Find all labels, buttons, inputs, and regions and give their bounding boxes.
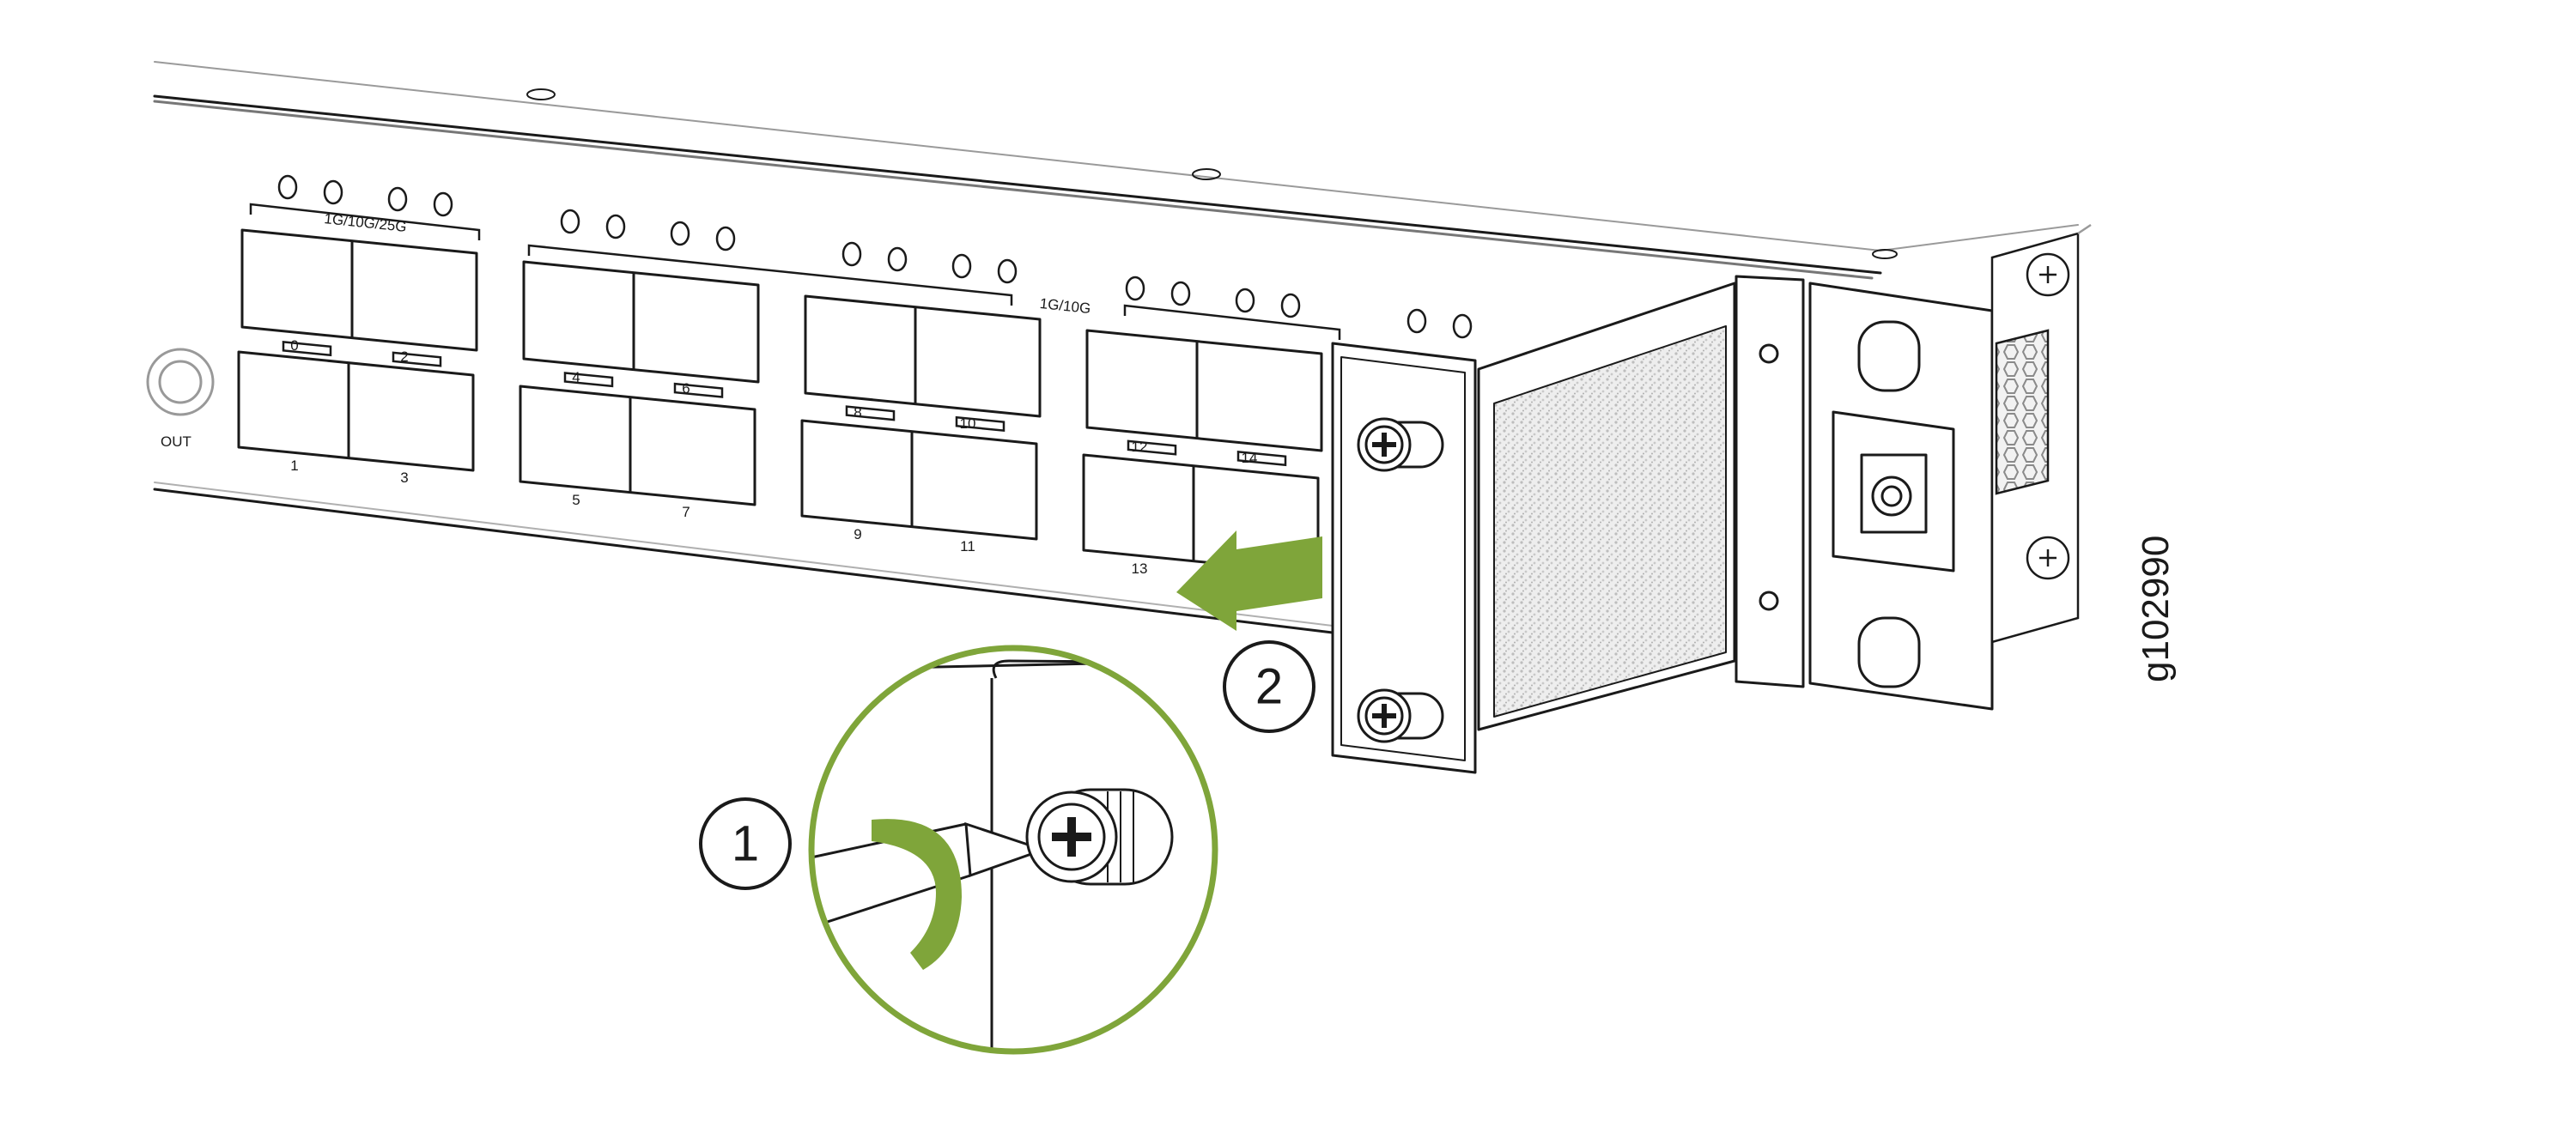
module-body	[1477, 282, 1736, 731]
port-number: 7	[682, 504, 690, 520]
port-number: 6	[682, 380, 690, 397]
step-1-marker: 1	[699, 797, 792, 890]
pull-out-arrow	[1176, 530, 1322, 631]
group-label-1g-10g-25g: 1G/10G/25G	[324, 210, 408, 235]
rotate-arrow	[872, 819, 962, 970]
sfp-cage-bottom-2	[519, 385, 756, 506]
sfp-cage-top-3	[804, 294, 1042, 418]
figure-id: g102990	[2135, 536, 2177, 682]
port-number: 1	[290, 457, 298, 474]
sfp-cage-top-4	[1085, 329, 1323, 452]
captive-screw-upper	[1357, 417, 1444, 472]
switch-chassis	[153, 61, 2079, 635]
rear-bracket	[1735, 275, 1994, 711]
port-number: 2	[400, 348, 408, 365]
port-number: 13	[1132, 560, 1148, 577]
step-2-number: 2	[1255, 659, 1283, 715]
captive-screw-lower	[1357, 688, 1444, 743]
step-2-marker: 2	[1223, 640, 1315, 733]
out-connector	[146, 348, 215, 416]
port-number: 10	[960, 415, 976, 432]
group-label-1g-10g: 1G/10G	[1039, 295, 1091, 317]
sfp-cage-top-2	[522, 260, 760, 384]
port-number: 3	[400, 470, 408, 486]
status-leds	[277, 174, 1473, 339]
port-numbers-top: 0 2 4 6 8 10 12 14	[290, 337, 1257, 466]
detail-callout	[808, 645, 1218, 1055]
group-brackets	[249, 203, 1341, 340]
port-number: 5	[572, 492, 580, 508]
port-number: 0	[290, 337, 298, 354]
sfp-cages	[237, 228, 1323, 575]
out-label: OUT	[161, 433, 191, 450]
port-number: 11	[960, 538, 975, 554]
port-number: 9	[854, 526, 861, 542]
port-numbers-bottom: 1 3 5 7 9 11 13	[290, 457, 1147, 577]
sfp-cage-bottom-1	[237, 350, 475, 472]
sfp-cage-bottom-3	[800, 419, 1038, 541]
sfp-latches	[282, 340, 1287, 467]
step-1-number: 1	[732, 816, 759, 872]
port-number: 14	[1242, 450, 1258, 466]
port-number: 4	[572, 369, 580, 385]
sfp-cage-top-1	[240, 228, 478, 352]
port-number: 12	[1132, 439, 1148, 455]
port-number: 8	[854, 404, 861, 421]
rack-rail	[1990, 223, 2092, 644]
